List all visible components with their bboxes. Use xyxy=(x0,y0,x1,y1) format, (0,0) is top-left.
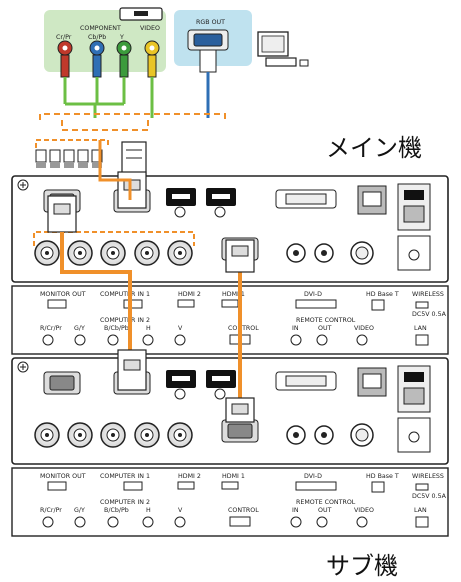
svg-text:HDMI 1: HDMI 1 xyxy=(222,291,245,298)
svg-text:CONTROL: CONTROL xyxy=(228,325,259,332)
svg-text:IN: IN xyxy=(292,325,299,332)
svg-text:COMPUTER IN 2: COMPUTER IN 2 xyxy=(100,317,150,324)
svg-text:HDMI 2: HDMI 2 xyxy=(178,473,201,480)
video-label: VIDEO xyxy=(140,25,160,32)
svg-text:REMOTE CONTROL: REMOTE CONTROL xyxy=(296,499,356,506)
rca-plug-blue xyxy=(89,40,105,78)
svg-text:COMPUTER IN 1: COMPUTER IN 1 xyxy=(100,473,150,480)
svg-text:VIDEO: VIDEO xyxy=(354,325,374,332)
computer-icon xyxy=(257,31,309,67)
sub-unit-label: サブ機 xyxy=(326,552,398,580)
vga-plug-sub-computer-in xyxy=(117,349,147,391)
svg-text:VIDEO: VIDEO xyxy=(354,507,374,514)
dashed-bracket-top2 xyxy=(61,120,149,131)
rgb-out-label: RGB OUT xyxy=(196,19,225,26)
svg-text:WIRELESS: WIRELESS xyxy=(412,291,444,298)
main-unit-label: メイン機 xyxy=(326,134,422,162)
svg-text:MONITOR OUT: MONITOR OUT xyxy=(40,473,86,480)
port-label-cr: Cr/Pr xyxy=(56,34,72,41)
component-source-box xyxy=(44,10,166,72)
sub-label-strip: MONITOR OUT COMPUTER IN 1 HDMI 2 HDMI 1 … xyxy=(11,467,449,537)
dashed-bracket-bnc-main xyxy=(33,231,195,246)
vga-plug-monitor-out xyxy=(47,195,77,233)
main-label-strip: MONITOR OUT COMPUTER IN 1 HDMI 2 HDMI 1 … xyxy=(11,285,449,355)
svg-text:HDMI 2: HDMI 2 xyxy=(178,291,201,298)
svg-text:MONITOR OUT: MONITOR OUT xyxy=(40,291,86,298)
port-label-y: Y xyxy=(119,34,124,41)
svg-text:G/Y: G/Y xyxy=(74,507,85,514)
svg-text:HD Base T: HD Base T xyxy=(366,473,399,480)
svg-text:V: V xyxy=(178,507,183,514)
svg-text:DC5V 0.5A: DC5V 0.5A xyxy=(412,311,447,318)
svg-text:R/Cr/Pr: R/Cr/Pr xyxy=(40,507,62,514)
svg-text:IN: IN xyxy=(292,507,299,514)
svg-text:H: H xyxy=(146,507,151,514)
svg-text:G/Y: G/Y xyxy=(74,325,85,332)
svg-text:DVI-D: DVI-D xyxy=(304,473,322,480)
svg-text:OUT: OUT xyxy=(318,507,332,514)
rca-plug-red xyxy=(57,40,73,78)
vga-plug-source xyxy=(187,29,229,73)
port-label-cb: Cb/Pb xyxy=(88,34,106,41)
control-plug-main xyxy=(225,239,255,273)
svg-text:R/Cr/Pr: R/Cr/Pr xyxy=(40,325,62,332)
svg-text:COMPUTER IN 1: COMPUTER IN 1 xyxy=(100,291,150,298)
control-plug-sub xyxy=(225,397,255,423)
svg-text:H: H xyxy=(146,325,151,332)
svg-text:REMOTE CONTROL: REMOTE CONTROL xyxy=(296,317,356,324)
rca-plug-yellow xyxy=(144,40,160,78)
svg-text:DVI-D: DVI-D xyxy=(304,291,322,298)
svg-text:CONTROL: CONTROL xyxy=(228,507,259,514)
svg-text:LAN: LAN xyxy=(414,507,427,514)
monitor-out-cable xyxy=(60,232,132,362)
component-cable xyxy=(63,77,126,118)
svg-text:B/Cb/Pb: B/Cb/Pb xyxy=(104,507,129,514)
source-to-main-cable xyxy=(98,140,132,200)
svg-text:B/Cb/Pb: B/Cb/Pb xyxy=(104,325,129,332)
svg-text:WIRELESS: WIRELESS xyxy=(412,473,444,480)
svg-text:OUT: OUT xyxy=(318,325,332,332)
component-title: COMPONENT xyxy=(80,25,121,32)
vga-plug-computer-in xyxy=(117,171,147,209)
svg-text:COMPUTER IN 2: COMPUTER IN 2 xyxy=(100,499,150,506)
dashed-bracket-top xyxy=(39,113,226,120)
svg-text:HDMI 1: HDMI 1 xyxy=(222,473,245,480)
svg-text:LAN: LAN xyxy=(414,325,427,332)
vga-plug-main xyxy=(121,141,147,177)
svg-text:DC5V 0.5A: DC5V 0.5A xyxy=(412,493,447,500)
dashed-bracket-bnc xyxy=(35,139,109,148)
bnc-adapter-row xyxy=(35,149,103,168)
rca-plug-green xyxy=(116,40,132,78)
svg-text:V: V xyxy=(178,325,183,332)
svg-text:HD Base T: HD Base T xyxy=(366,291,399,298)
